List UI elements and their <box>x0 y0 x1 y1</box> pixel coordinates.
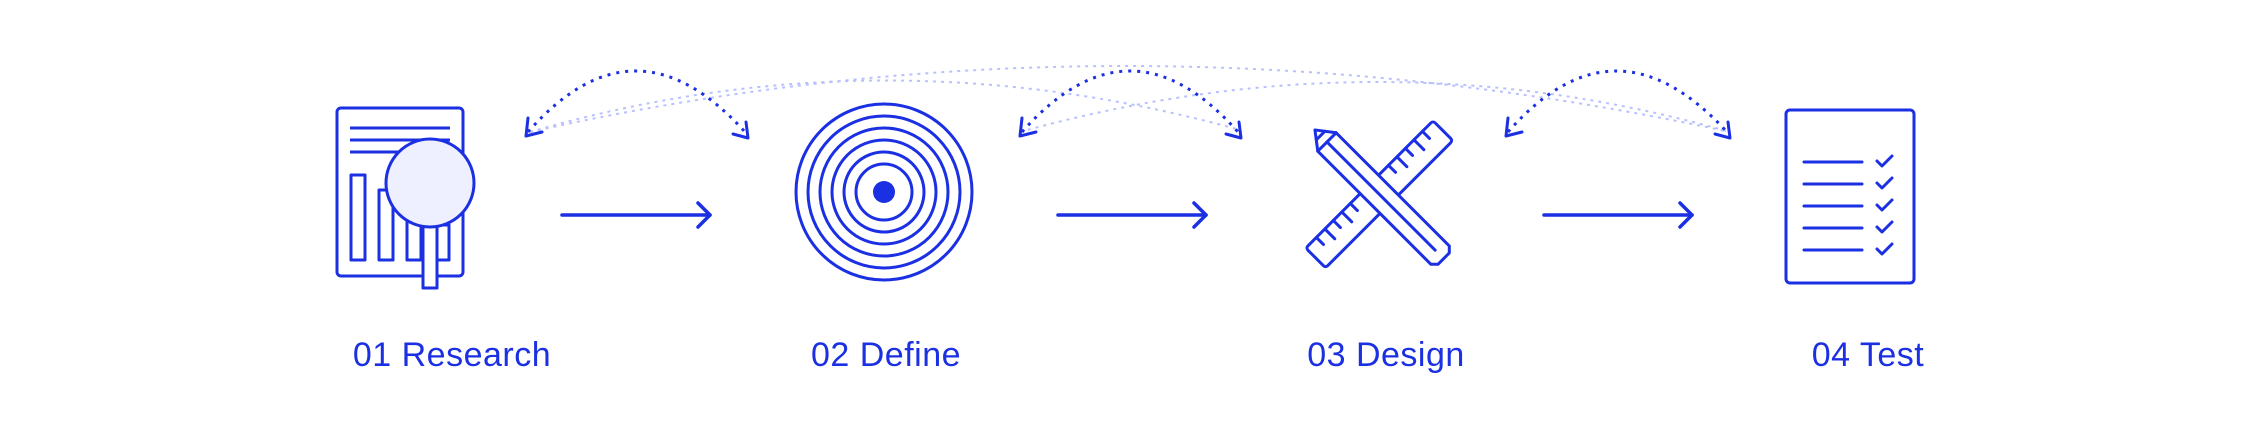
step-label-design: 03 Design <box>1307 336 1465 374</box>
faint-arc-research-design <box>529 79 1241 133</box>
checklist-icon <box>1784 108 1916 285</box>
arrow-define-to-design <box>1056 201 1208 229</box>
arrowhead-icon <box>1018 116 1038 138</box>
arrow-design-to-test <box>1542 201 1694 229</box>
arrowhead-icon <box>1504 116 1524 138</box>
faint-arc-research-test <box>529 65 1731 133</box>
pencil-icon <box>1313 128 1451 266</box>
research-report-magnifier-icon <box>335 106 476 290</box>
step-label-research: 01 Research <box>352 336 552 374</box>
faint-arc-define-test <box>1019 81 1731 133</box>
step-label-define: 02 Define <box>810 336 962 374</box>
arrowhead-icon <box>731 120 750 140</box>
pencil-ruler-icon <box>1305 120 1454 269</box>
faint-feedback-arcs <box>529 65 1731 133</box>
arc-design-test <box>1506 69 1729 134</box>
arrowhead-icon <box>1224 120 1243 140</box>
forward-arrows <box>560 201 1694 229</box>
arrowhead-icon <box>1713 120 1732 140</box>
arrowhead-icon <box>524 116 544 138</box>
arrow-research-to-define <box>560 201 712 229</box>
arc-research-define <box>526 69 747 134</box>
target-icon <box>794 102 974 282</box>
feedback-arcs <box>526 69 1729 134</box>
step-label-test: 04 Test <box>1811 336 1925 374</box>
arc-define-design <box>1020 69 1240 133</box>
arc-arrowheads <box>524 116 1732 140</box>
